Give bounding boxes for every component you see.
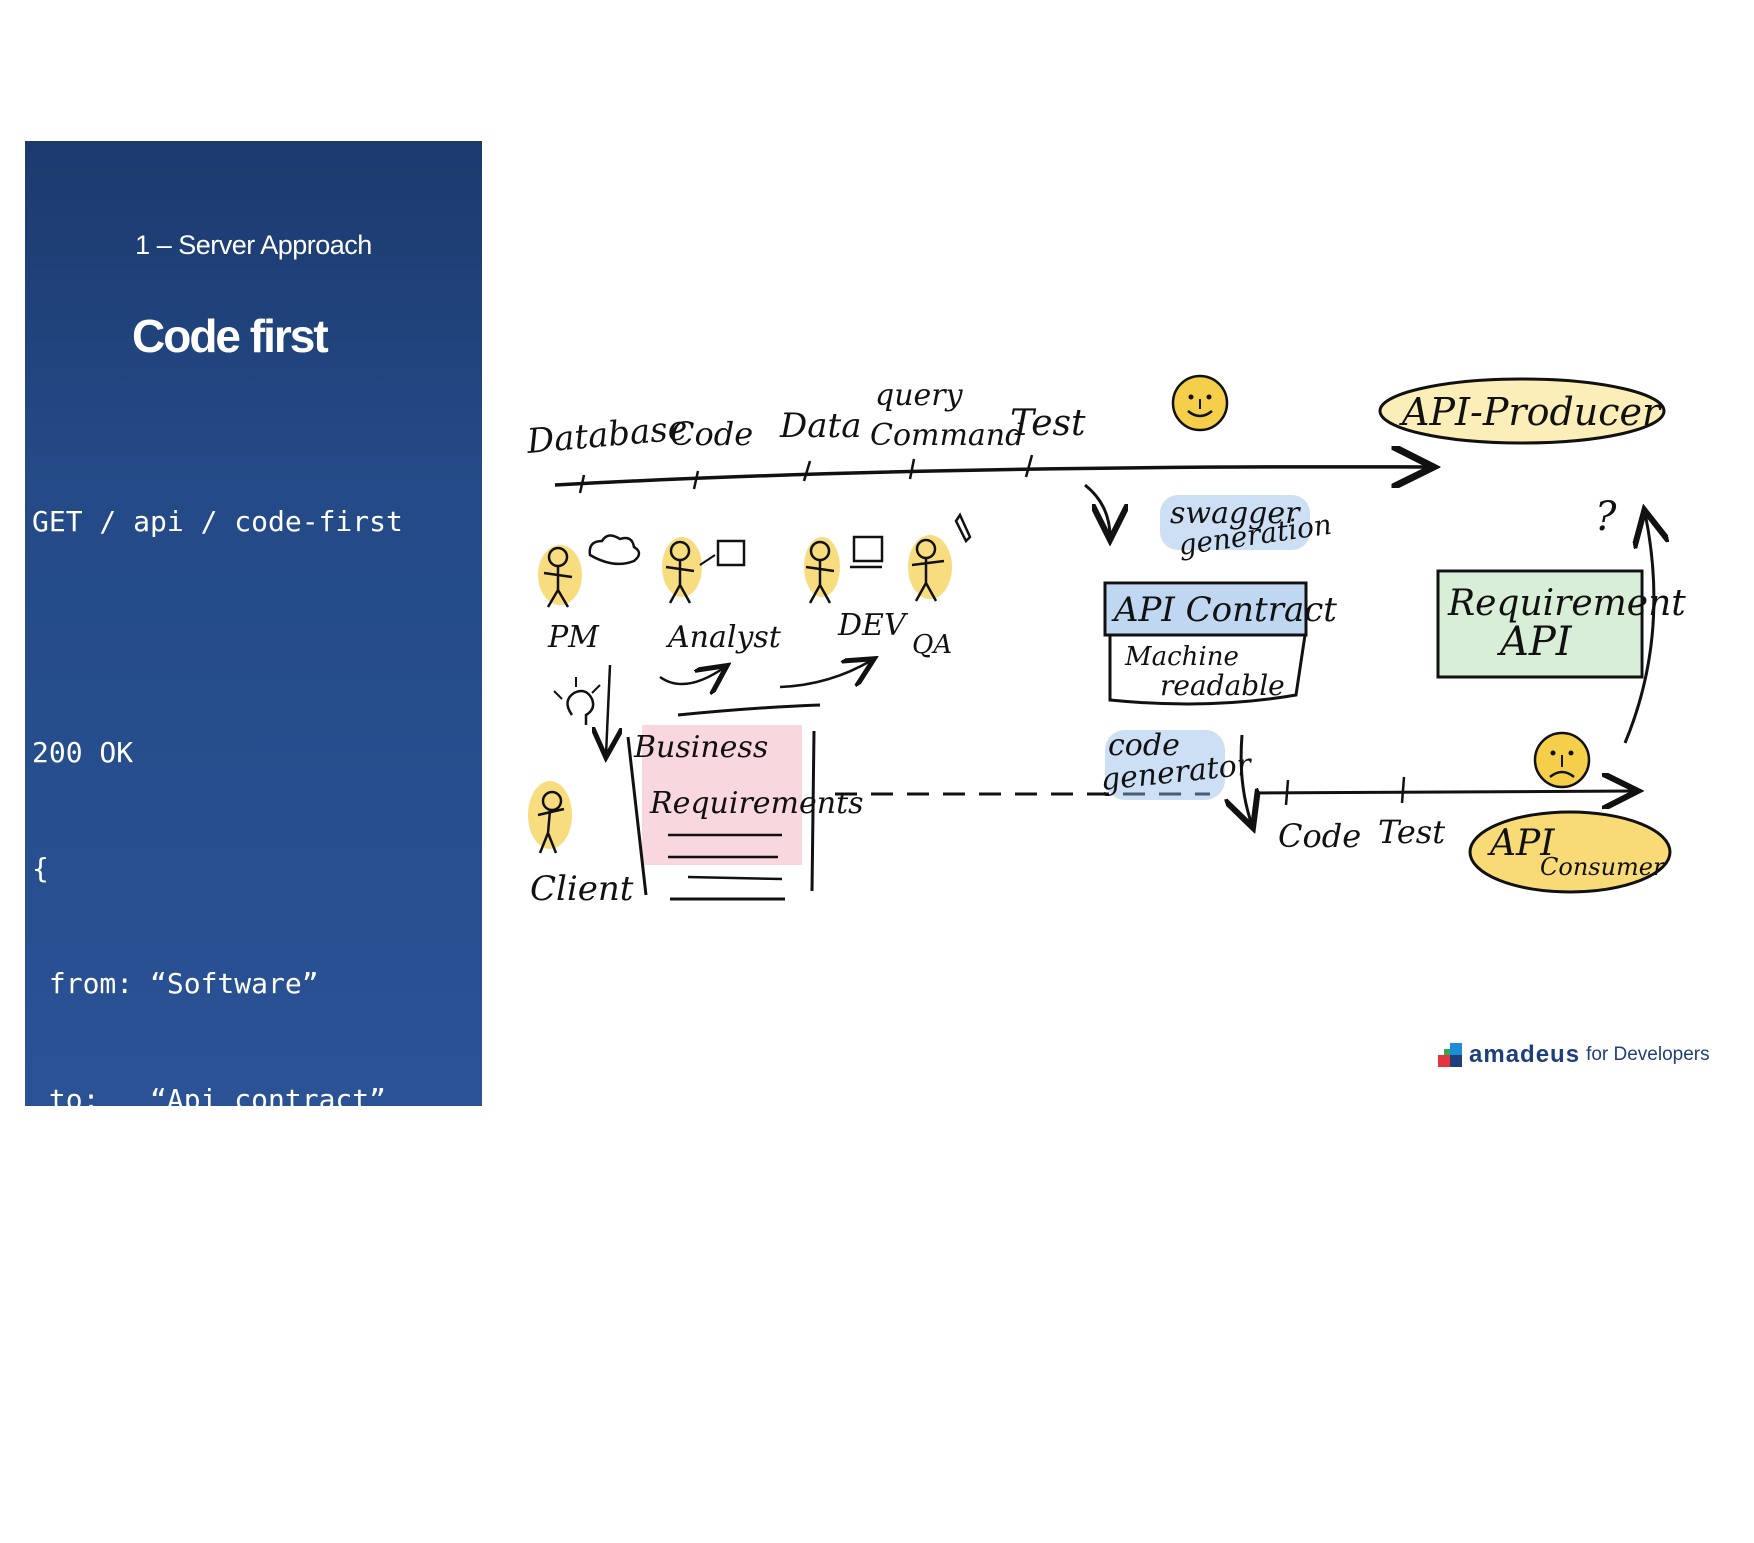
role-pm: PM — [547, 620, 600, 655]
amadeus-mark-icon — [1438, 1042, 1463, 1068]
tick — [1400, 776, 1406, 804]
timeline-label-code: Code — [670, 415, 753, 453]
tick — [802, 460, 812, 482]
blue-highlight — [1160, 495, 1310, 550]
api-consumer-bubble: API Consumer — [1468, 810, 1672, 894]
producer-timeline: Database Code Data query Command Test — [524, 378, 1430, 494]
dev-figure — [804, 535, 884, 604]
sad-face-icon — [1533, 731, 1591, 789]
smiley-face-icon — [1171, 374, 1229, 432]
qa-figure — [908, 512, 972, 602]
business-requirements-doc: Business Requirements — [626, 703, 864, 901]
consumer-label-test: Test — [1378, 813, 1445, 851]
tick — [908, 458, 916, 480]
analyst-figure — [662, 537, 746, 604]
consumer-label-code: Code — [1278, 817, 1361, 855]
code-line: from: “Software” — [32, 967, 319, 1000]
logo-brand: amadeus — [1469, 1041, 1581, 1068]
amadeus-logo: amadeus for Developers — [1438, 1040, 1710, 1070]
consumer-timeline-arrow — [1254, 791, 1635, 793]
role-analyst: Analyst — [665, 620, 782, 655]
code-line: } — [32, 1429, 49, 1462]
code-line: to: “Api contract” — [32, 1082, 387, 1116]
tick — [578, 474, 586, 494]
requirement-api-box: Requirement API — [1436, 569, 1686, 679]
role-client: Client — [530, 869, 634, 909]
question-mark: ? — [1595, 494, 1617, 540]
api-contract-box: API Contract Machine readable — [1103, 581, 1337, 706]
tick — [1024, 454, 1034, 478]
role-dev: DEV — [837, 608, 909, 643]
business-label-2: Requirements — [649, 786, 864, 821]
side-panel: 1 – Server Approach Code first GET / api… — [25, 141, 482, 1462]
api-contract-title: API Contract — [1111, 590, 1337, 630]
code-line — [32, 1196, 453, 1235]
codegen-arrow — [1241, 734, 1252, 825]
requirement-label-2: API — [1496, 619, 1573, 665]
code-line: via: “Swagger generator” — [32, 1313, 454, 1347]
api-producer-bubble: API-Producer — [1378, 377, 1666, 445]
role-qa: QA — [912, 630, 952, 660]
dev-flow-arrow — [779, 660, 872, 689]
api-producer-label: API-Producer — [1399, 390, 1663, 434]
codegen-label-1: code — [1108, 728, 1180, 763]
logo-subtitle: for Developers — [1586, 1044, 1710, 1065]
timeline-label-data: Data — [779, 406, 861, 446]
timeline-label-query: query — [875, 378, 964, 413]
timeline-arrow — [554, 467, 1430, 485]
swagger-label-1: swagger — [1170, 496, 1301, 531]
contract-body-1: Machine — [1124, 642, 1239, 672]
timeline-label-test: Test — [1010, 403, 1086, 444]
code-line: GET / api / code-first — [32, 505, 403, 538]
api-consumer-label-1: API — [1487, 823, 1555, 864]
client-figure — [528, 677, 601, 854]
code-first-diagram: Database Code Data query Command Test AP… — [524, 374, 1686, 909]
pm-figure — [538, 534, 641, 608]
slide-title: Code first — [132, 310, 329, 362]
analyst-flow-arrow — [659, 667, 725, 684]
contract-body-2: readable — [1160, 669, 1285, 702]
blue-highlight — [1105, 730, 1225, 800]
tick — [1284, 779, 1290, 806]
api-consumer-label-2: Consumer — [1540, 853, 1666, 881]
timeline-label-database: Database — [524, 408, 689, 462]
tick — [692, 470, 700, 490]
code-line: 200 OK — [32, 736, 134, 769]
consumer-timeline: Code Test — [1254, 776, 1635, 855]
requirement-label-1: Requirement — [1447, 583, 1686, 624]
swagger-arrow — [1084, 483, 1110, 537]
pm-client-arrow — [606, 664, 610, 755]
code-block: GET / api / code-first 200 OK { from: “S… — [32, 426, 453, 1543]
feedback-arrow — [1623, 513, 1654, 744]
code-line: { — [32, 851, 49, 885]
code-line — [32, 619, 453, 658]
section-subtitle: 1 – Server Approach — [135, 230, 372, 260]
timeline-label-command: Command — [870, 418, 1024, 453]
business-label-1: Business — [633, 730, 768, 765]
